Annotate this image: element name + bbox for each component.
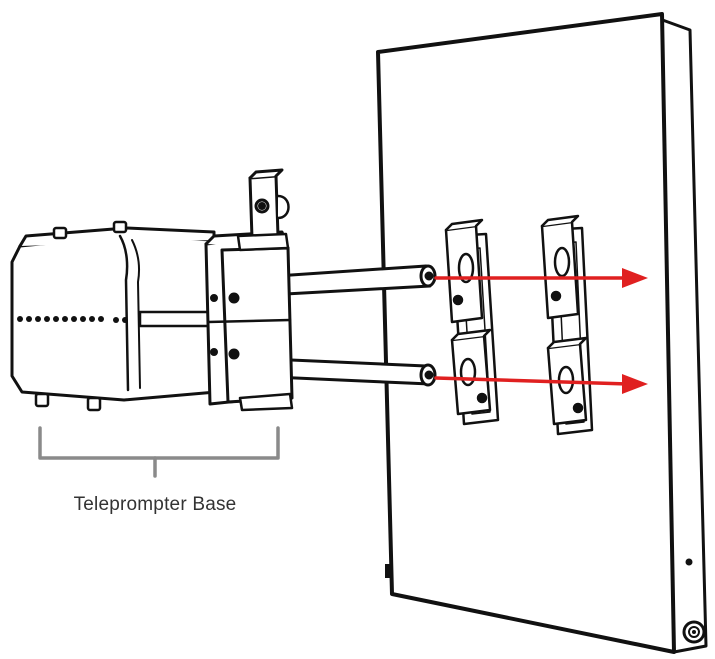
monitor-clamp-left [444, 218, 500, 426]
monitor-front [376, 12, 676, 654]
lower-arrow [434, 374, 648, 394]
base-feet [34, 220, 128, 412]
upper-arrow [434, 268, 648, 288]
teleprompter-base [10, 168, 294, 412]
teleprompter-base-label: Teleprompter Base [73, 494, 237, 515]
vent-holes [17, 316, 128, 323]
monitor-panel [376, 12, 708, 654]
base-bracket [38, 426, 280, 478]
monitor-connector-knob [682, 620, 706, 644]
monitor-side-screw [685, 558, 693, 566]
monitor-foot [385, 564, 393, 578]
install-arrows [434, 268, 648, 394]
